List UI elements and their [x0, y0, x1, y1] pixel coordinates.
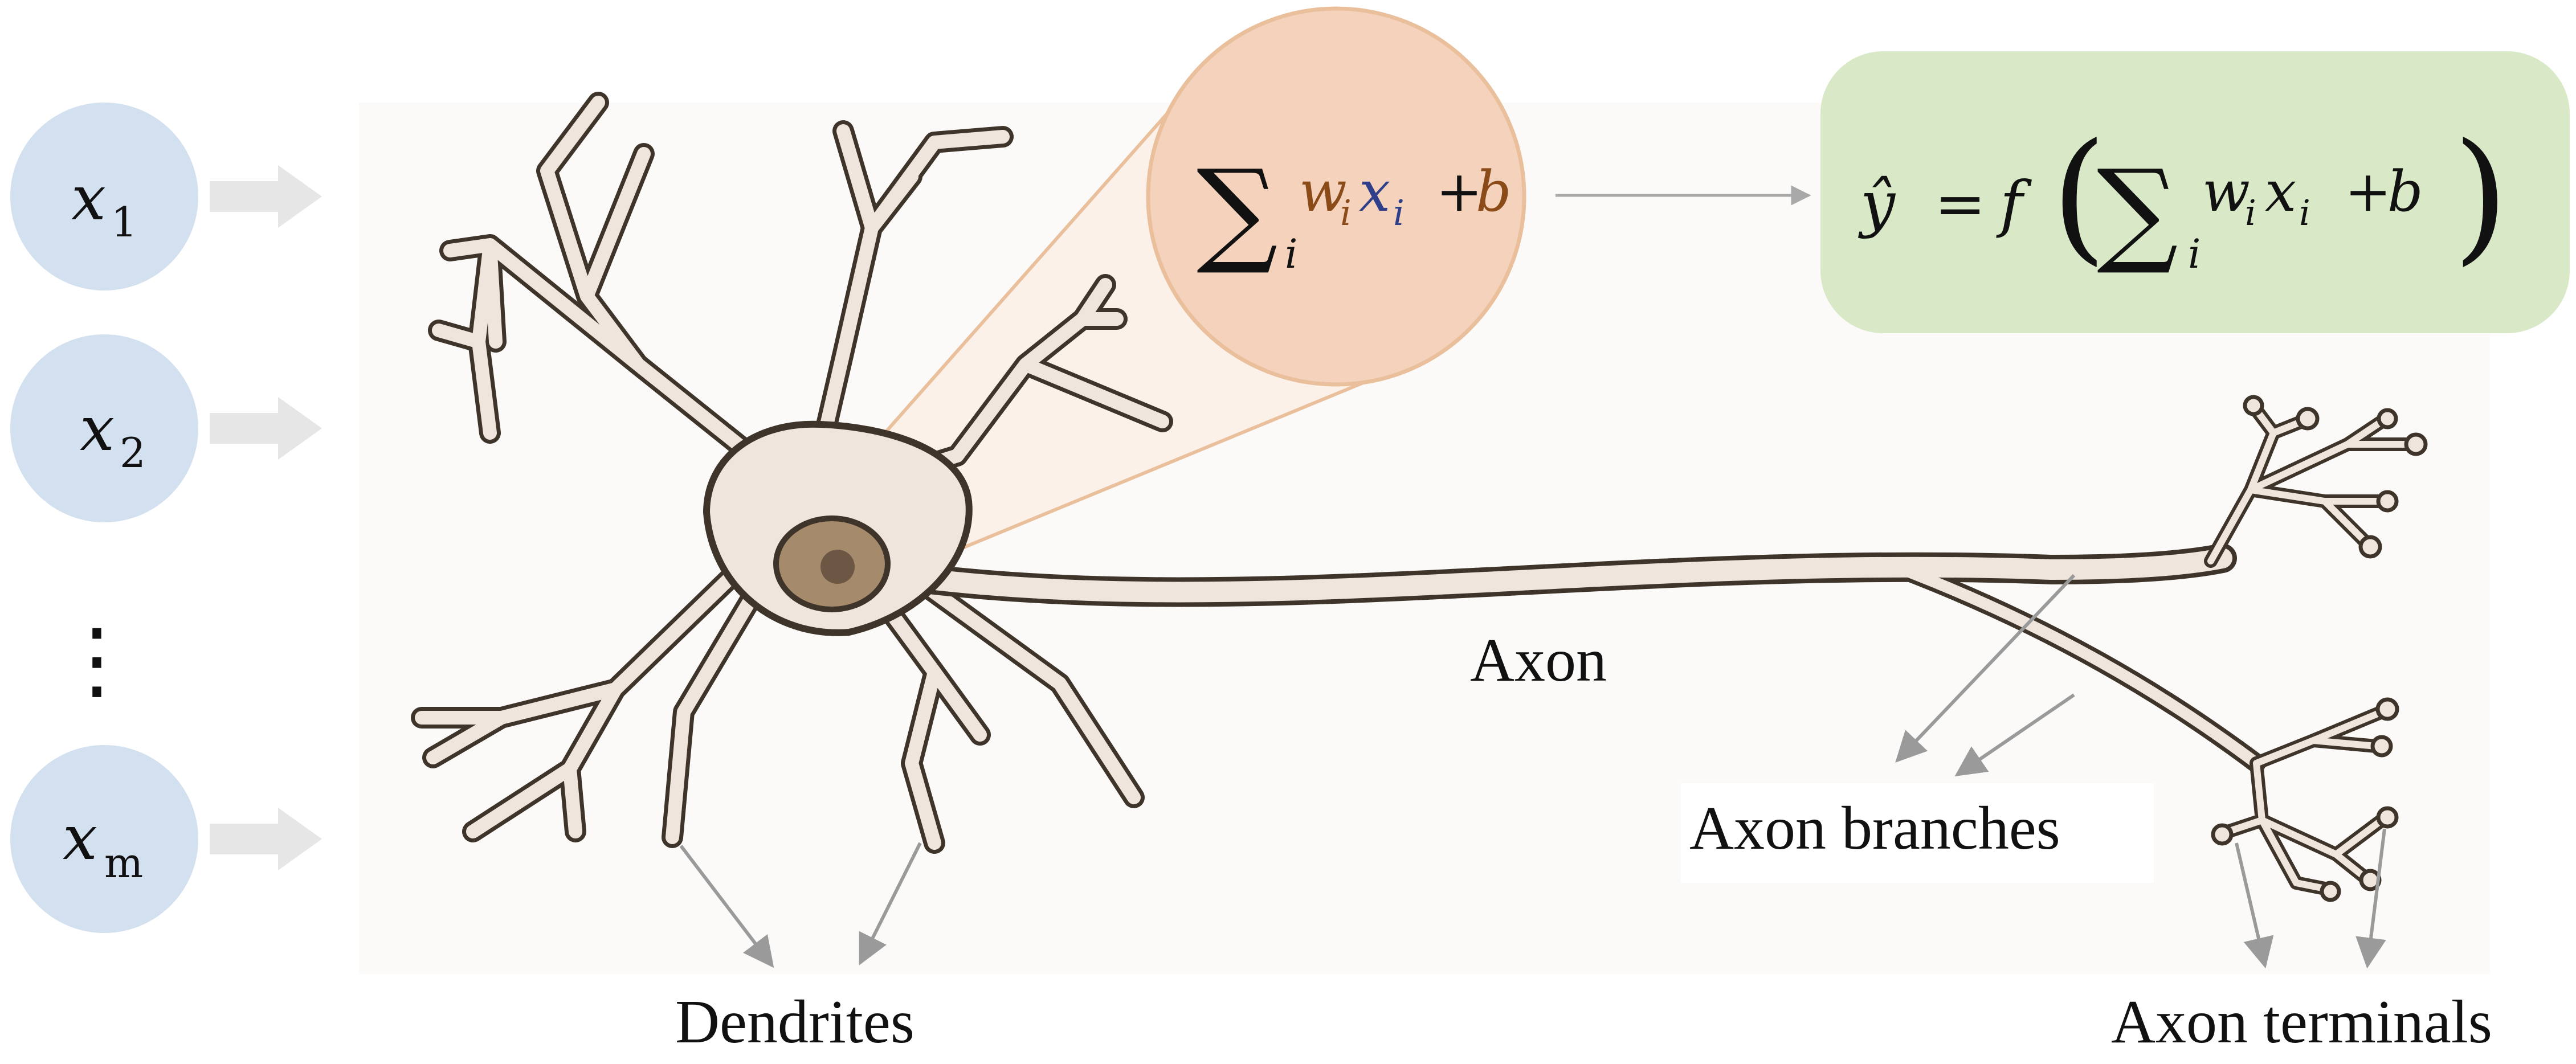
input-node-x1: x 1	[10, 103, 198, 290]
output-bias-b: b	[2387, 159, 2423, 224]
output-sum-index: i	[2188, 231, 2201, 277]
summation-circle	[1146, 6, 1526, 387]
neuron-illustration	[411, 92, 2428, 902]
input-var: x	[71, 163, 106, 234]
input-x-subscript: i	[1393, 192, 1405, 234]
axon-terminals-pointer-left	[2235, 842, 2274, 969]
input-ellipsis: ⋮	[54, 611, 140, 710]
input-arrow-2	[210, 397, 322, 460]
input-arrow-m	[210, 808, 322, 870]
dendrites-label: Dendrites	[675, 988, 915, 1056]
sum-symbol: ∑	[1197, 145, 1278, 278]
input-var: x	[80, 394, 115, 465]
axon-branches-pointer-left	[1895, 574, 2076, 763]
axon-terminals-lower	[2211, 697, 2399, 902]
output-sum-symbol: ∑	[2097, 145, 2178, 278]
output-right-paren: )	[2453, 113, 2509, 279]
input-circle	[10, 103, 198, 290]
input-arrow-1	[210, 165, 322, 228]
output-left-paren: (	[2051, 113, 2107, 279]
output-weight-subscript: i	[2245, 192, 2256, 234]
dendrites-fill	[415, 96, 1169, 850]
input-subscript: m	[104, 839, 143, 887]
axon-label: Axon	[1470, 627, 1607, 694]
input-node-xm: x m	[10, 745, 198, 933]
axon-terminals-upper	[2204, 395, 2428, 568]
plus-sign: +	[1436, 159, 1483, 224]
output-input-x-subscript: i	[2299, 192, 2310, 234]
sum-index: i	[1285, 231, 1297, 277]
axon-branches-label-bg	[1681, 783, 2154, 883]
output-yhat: ŷ	[1858, 169, 1896, 240]
pointer-arrows	[679, 574, 2386, 969]
axon-terminals-pointer-right	[2355, 828, 2386, 969]
axon-terminals-label: Axon terminals	[2111, 988, 2492, 1056]
weight-w: w	[1299, 159, 1347, 224]
axon	[816, 548, 2232, 603]
input-x: x	[1359, 159, 1390, 224]
input-subscript: 2	[120, 429, 146, 477]
output-weight-w: w	[2202, 159, 2250, 224]
input-subscript: 1	[111, 198, 137, 246]
bias-b: b	[1476, 159, 1512, 224]
weight-subscript: i	[1340, 192, 1352, 234]
summation-formula: ∑ i w i x i + b	[1197, 145, 1512, 278]
input-circle	[10, 334, 198, 522]
output-input-x: x	[2265, 159, 2296, 224]
output-plus: +	[2345, 159, 2391, 224]
output-equals: =	[1934, 169, 1986, 240]
axon-branches-label: Axon branches	[1689, 795, 2060, 862]
output-box	[1820, 51, 2570, 333]
dendrites-pointer-right	[859, 842, 922, 965]
input-node-x2: x 2	[10, 334, 198, 522]
output-formula: ŷ = f ( ∑ i w i x i + b )	[1858, 113, 2509, 279]
axon-branch	[1897, 564, 2262, 769]
nucleolus	[820, 550, 855, 584]
input-circle	[10, 745, 198, 933]
axon-branches-pointer-right	[1954, 693, 2075, 777]
dendrites-pointer-left	[679, 845, 774, 968]
input-var: x	[63, 803, 97, 874]
